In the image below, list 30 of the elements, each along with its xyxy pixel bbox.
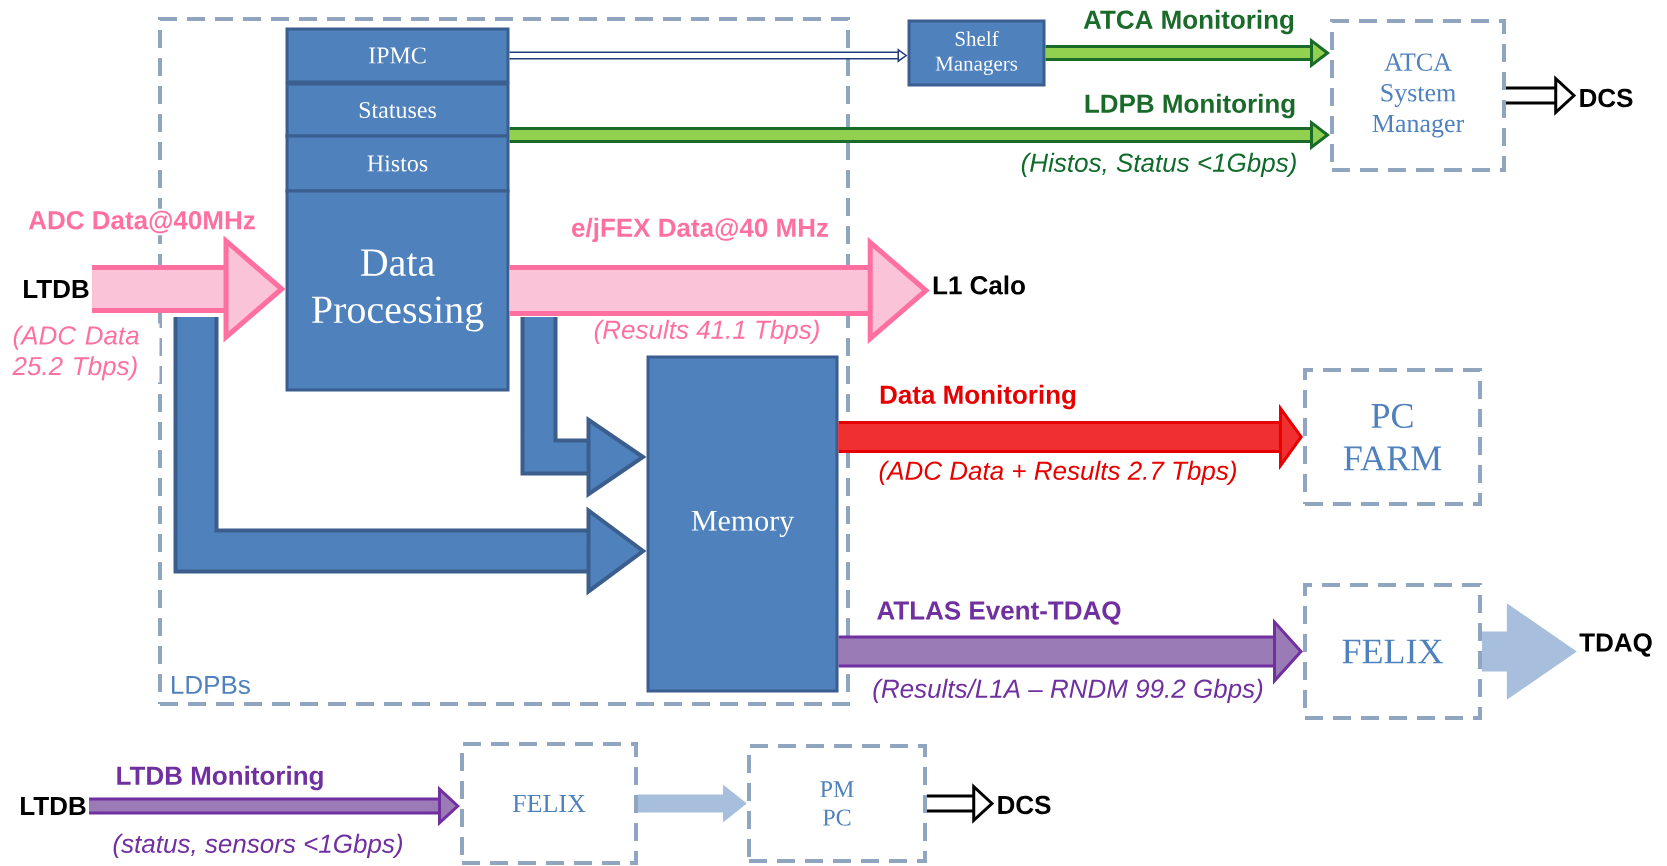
edge-label: e/jFEX Data@40 MHz bbox=[569, 215, 831, 245]
system-box: FELIX bbox=[1303, 583, 1482, 720]
system-box: FELIX bbox=[460, 742, 638, 865]
rate-label: (Results 41.1 Tbps) bbox=[591, 317, 823, 347]
module-block: IPMC bbox=[285, 27, 510, 84]
rate-label: (Histos, Status <1Gbps) bbox=[1018, 150, 1300, 180]
system-box: ATCA System Manager bbox=[1330, 19, 1506, 172]
system-box: PM PC bbox=[747, 744, 927, 863]
system-box: PC FARM bbox=[1303, 368, 1482, 506]
endpoint-label: L1 Calo bbox=[933, 275, 1025, 295]
rate-label: (status, sensors <1Gbps) bbox=[110, 831, 406, 861]
arrow bbox=[638, 784, 747, 823]
rate-label: (ADC Data 25.2 Tbps) bbox=[10, 323, 160, 383]
endpoint-label: LTDB bbox=[21, 797, 86, 815]
rate-label: (ADC Data + Results 2.7 Tbps) bbox=[876, 458, 1240, 488]
edge-label: ATLAS Event-TDAQ bbox=[874, 599, 1124, 627]
edge-label: ADC Data@40MHz bbox=[26, 208, 258, 236]
endpoint-label: DCS bbox=[1580, 88, 1633, 108]
edge-label: LDPB Monitoring bbox=[1081, 91, 1299, 121]
endpoint-label: LTDB bbox=[24, 280, 89, 298]
edge-label: LTDB Monitoring bbox=[113, 763, 327, 793]
endpoint-label: DCS bbox=[998, 795, 1051, 815]
endpoint-label: TDAQ bbox=[1579, 633, 1652, 657]
rate-label: (Results/L1A – RNDM 99.2 Gbps) bbox=[870, 676, 1266, 706]
module-block: Statuses bbox=[285, 82, 510, 138]
module-block: Shelf Managers bbox=[907, 19, 1046, 87]
module-block: Memory bbox=[646, 355, 839, 693]
module-block: Histos bbox=[285, 134, 510, 193]
edge-label: ATCA Monitoring bbox=[1081, 7, 1297, 37]
edge-label: Data Monitoring bbox=[877, 382, 1079, 412]
